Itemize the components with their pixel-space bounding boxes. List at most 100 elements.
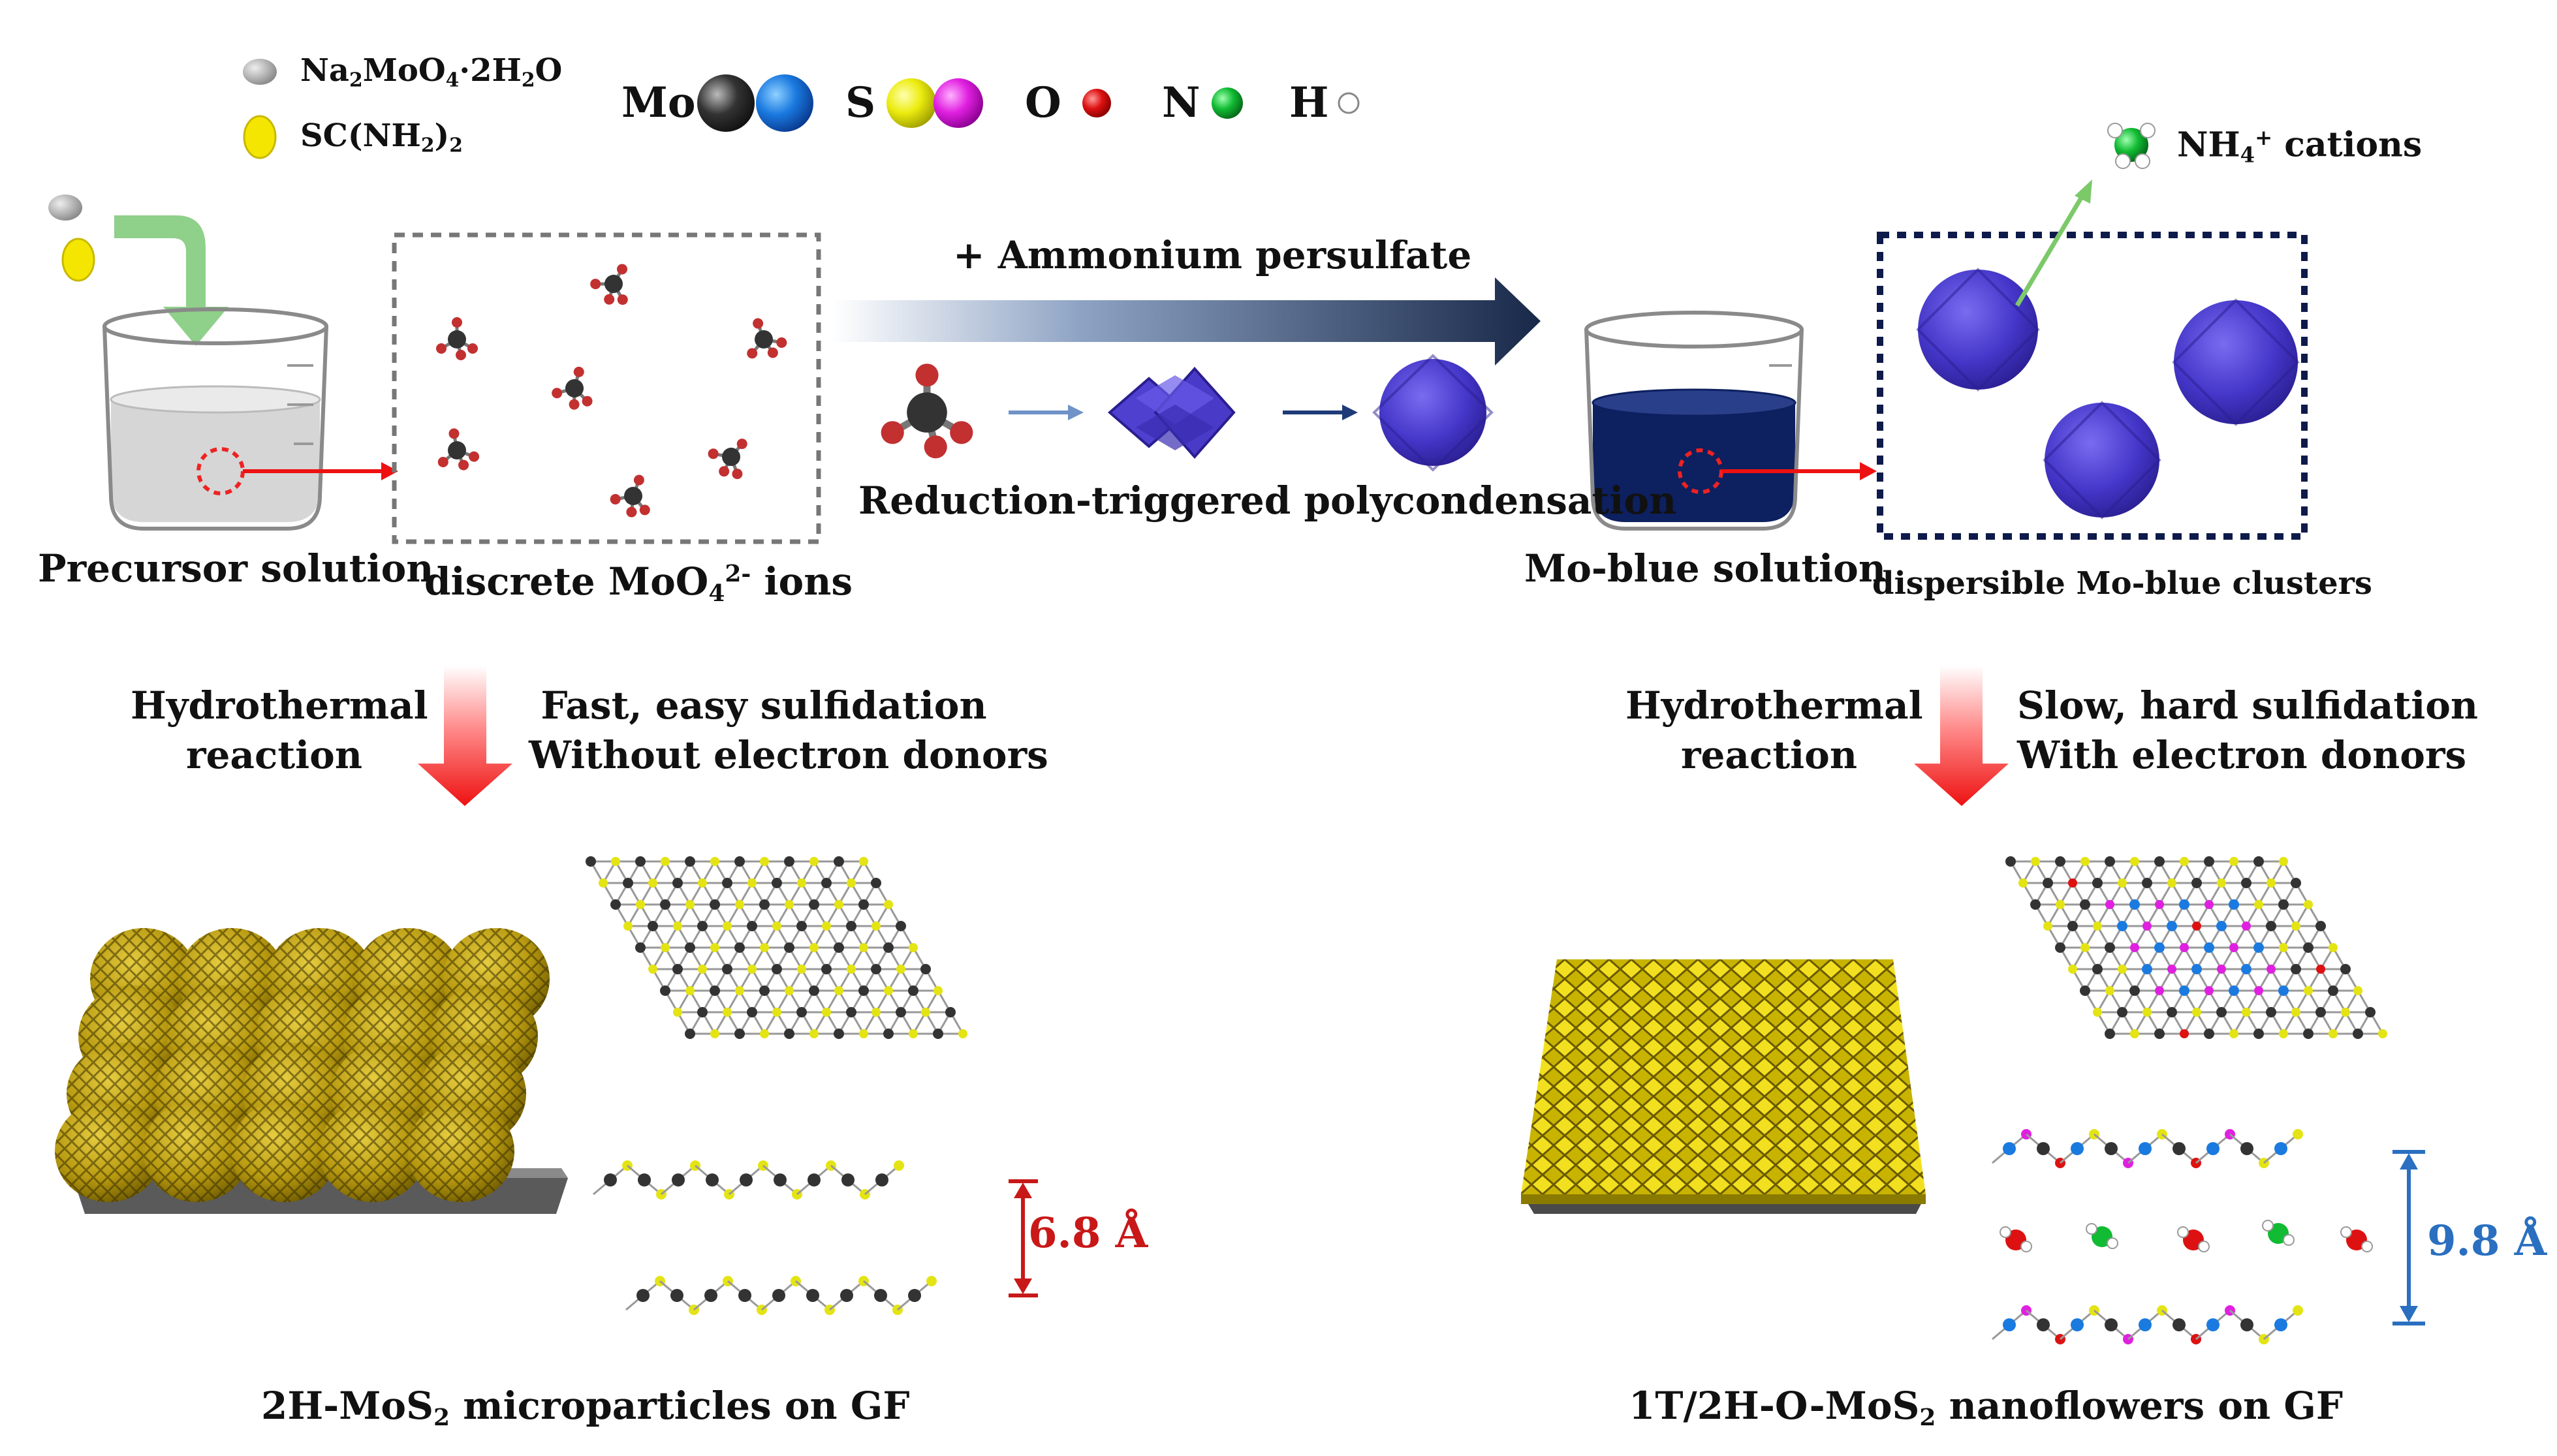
thio-main: SC(NH (300, 117, 421, 154)
mo-blue-cluster (1918, 270, 2038, 390)
right-sulfidation-label: Slow, hard sulfidation With electron don… (2017, 683, 2479, 777)
right-reaction-line1: Hydrothermal (1625, 683, 1923, 728)
left-desc-line2: Without electron donors (529, 733, 1048, 777)
left-sulfidation-label: Fast, easy sulfidation Without electron … (529, 683, 1048, 777)
nanoflowers-on-gf (1521, 959, 1926, 1214)
ammonium-persulfate-label: + Ammonium persulfate (953, 233, 1472, 277)
na-sub: 2 (349, 69, 363, 92)
legend-h-label: H (1289, 78, 1329, 127)
nanoflower-film (1521, 959, 1926, 1194)
o-atom-icon (1082, 89, 1111, 117)
green-feed-arrow (114, 215, 228, 346)
legend-o-label: O (1025, 78, 1061, 127)
moo4-molecule (708, 439, 747, 480)
1t2h-lattice-top-view (2005, 856, 2387, 1039)
left-caption-sub: 2 (433, 1404, 450, 1432)
precursor-beaker (102, 307, 398, 531)
ions-main: discrete MoO (424, 559, 709, 604)
mo-blue-cluster (2174, 300, 2298, 424)
moo4-molecule (881, 364, 973, 459)
s-atom-yellow-icon (886, 78, 936, 128)
mo-atom-blue-icon (756, 74, 813, 132)
precursor-thiourea-icon (243, 115, 277, 159)
mo-blue-solution-label: Mo-blue solution (1524, 546, 1887, 591)
moo4-molecule (747, 318, 787, 359)
left-caption: 2H-MoS2 microparticles on GF (261, 1387, 910, 1430)
left-caption-end: microparticles on GF (450, 1384, 910, 1428)
nh4-sub: 4 (2240, 142, 2255, 168)
h-atom-icon (1338, 92, 1360, 114)
mo-blue-cluster (2045, 403, 2159, 518)
right-down-arrow (1914, 666, 2009, 806)
moo4-molecule (437, 428, 480, 471)
moo-text: MoO (362, 52, 446, 89)
right-caption-main: 1T/2H-O-MoS (1629, 1384, 1920, 1428)
left-reaction-label: Hydrothermal reaction (131, 683, 428, 777)
precursor-na-icon (243, 59, 277, 85)
moo4-molecule (436, 317, 478, 360)
right-desc-line1: Slow, hard sulfidation (2017, 683, 2479, 728)
left-reaction-line2: reaction (185, 733, 363, 777)
legend-thiourea-label: SC(NH2)2 (300, 120, 463, 155)
2h-layer-side-view (593, 1160, 937, 1315)
moo4-molecule (552, 366, 593, 410)
thio-paren: ) (434, 117, 450, 154)
spacing-left-label: 6.8 Å (1028, 1209, 1148, 1258)
moo4-molecule (590, 264, 628, 305)
precursor-feed (48, 194, 228, 346)
legend (243, 59, 1360, 159)
microparticles-on-gf (55, 928, 568, 1214)
spacing-bracket-right (2392, 1150, 2425, 1325)
nh4-release-arrow (2015, 194, 2085, 307)
left-caption-main: 2H-MoS (261, 1384, 434, 1428)
ions-sub: 4 (708, 580, 725, 608)
right-caption-end: nanoflowers on GF (1936, 1384, 2344, 1428)
reduction-sequence (881, 354, 1494, 472)
right-caption: 1T/2H-O-MoS2 nanoflowers on GF (1629, 1387, 2343, 1430)
spacing-bracket-left (1009, 1179, 1038, 1297)
na-text: Na (300, 52, 349, 89)
nh4-sup: + (2255, 125, 2273, 150)
left-reaction-line1: Hydrothermal (131, 683, 428, 728)
legend-mo-label: Mo (621, 78, 696, 127)
ammonium-persulfate-arrow (832, 277, 1541, 365)
discrete-ions-box (392, 232, 821, 544)
moo-sub: 4 (445, 69, 460, 92)
legend-s-label: S (845, 78, 876, 127)
dispersible-clusters-box (1877, 123, 2308, 540)
nh4-end: cations (2272, 125, 2423, 165)
precursor-solution-label: Precursor solution (38, 546, 434, 591)
nh4-main: NH (2177, 125, 2240, 165)
n-atom-icon (1212, 87, 1243, 119)
ions-sup: 2- (725, 560, 751, 588)
discrete-ions-label: discrete MoO42- ions (424, 560, 853, 608)
spacing-right-label: 9.8 Å (2427, 1216, 2547, 1265)
polyoxometalate-crystal (1107, 367, 1236, 459)
thio-sub2: 2 (449, 134, 463, 157)
right-desc-line2: With electron donors (2017, 733, 2467, 777)
right-reaction-label: Hydrothermal reaction (1625, 683, 1923, 777)
mo-blue-cluster-small (1372, 354, 1494, 472)
legend-n-label: N (1162, 78, 1200, 127)
2h-lattice-top-view (586, 856, 967, 1039)
polycondensation-label: Reduction-triggered polycondensation (858, 478, 1677, 523)
mo-blue-beaker (1584, 311, 1877, 531)
legend-na2moo4-label: Na2MoO4·2H2O (300, 55, 562, 90)
ions-end: ions (751, 559, 853, 604)
right-caption-sub: 2 (1919, 1404, 1936, 1432)
1t2h-layer-side-view (1992, 1129, 2373, 1344)
hydrate-sub: 2 (521, 69, 535, 92)
left-down-arrow (418, 666, 512, 806)
mo-atom-grey-icon (697, 74, 755, 132)
s-atom-magenta-icon (933, 78, 983, 128)
o-text: O (535, 52, 563, 89)
thio-sub1: 2 (420, 134, 435, 157)
moo4-molecule (610, 474, 650, 518)
nh4-cations-label: NH4+ cations (2177, 127, 2422, 166)
right-reaction-line2: reaction (1680, 733, 1858, 777)
nh4-cation-icon (2107, 123, 2156, 169)
left-desc-line1: Fast, easy sulfidation (541, 683, 987, 728)
dispersible-clusters-label: dispersible Mo-blue clusters (1872, 565, 2372, 602)
